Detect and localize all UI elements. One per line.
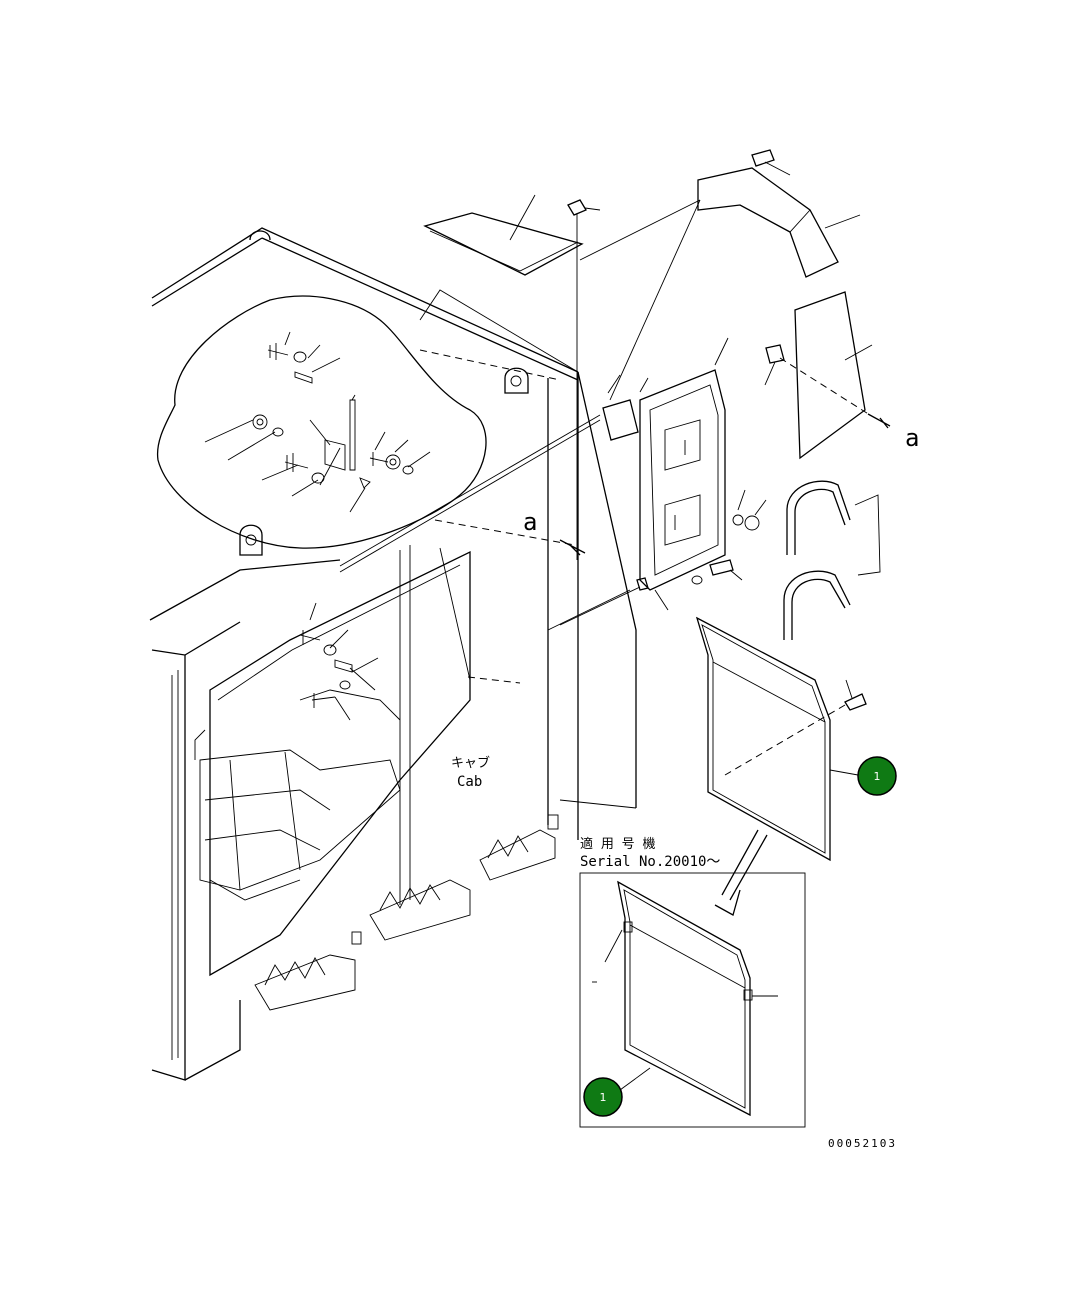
cab-label-en: Cab: [457, 774, 482, 790]
callout-1-detail-number: 1: [600, 1091, 607, 1104]
serial-label-jp: 適 用 号 機: [580, 836, 655, 852]
callout-1-detail[interactable]: 1: [583, 1077, 623, 1117]
drawing-number: 00052103: [828, 1137, 897, 1150]
detail-cloud: [156, 295, 487, 549]
callout-1-main-number: 1: [874, 770, 881, 783]
view-label-a-lower: a: [523, 508, 537, 536]
grab-handles: [783, 480, 881, 640]
interior-hardware: [299, 349, 586, 721]
upper-covers: [579, 149, 891, 460]
cover-panel: [695, 616, 867, 916]
view-label-a-upper: a: [905, 424, 919, 452]
roof-plate: [423, 194, 601, 560]
serial-detail-box: [579, 872, 806, 1128]
cab-body: [149, 227, 641, 1081]
cab-label-jp: キャブ: [451, 755, 490, 771]
latch-panel: [602, 337, 767, 611]
callout-1-main[interactable]: 1: [857, 756, 897, 796]
serial-label-en: Serial No.20010～: [580, 854, 720, 870]
